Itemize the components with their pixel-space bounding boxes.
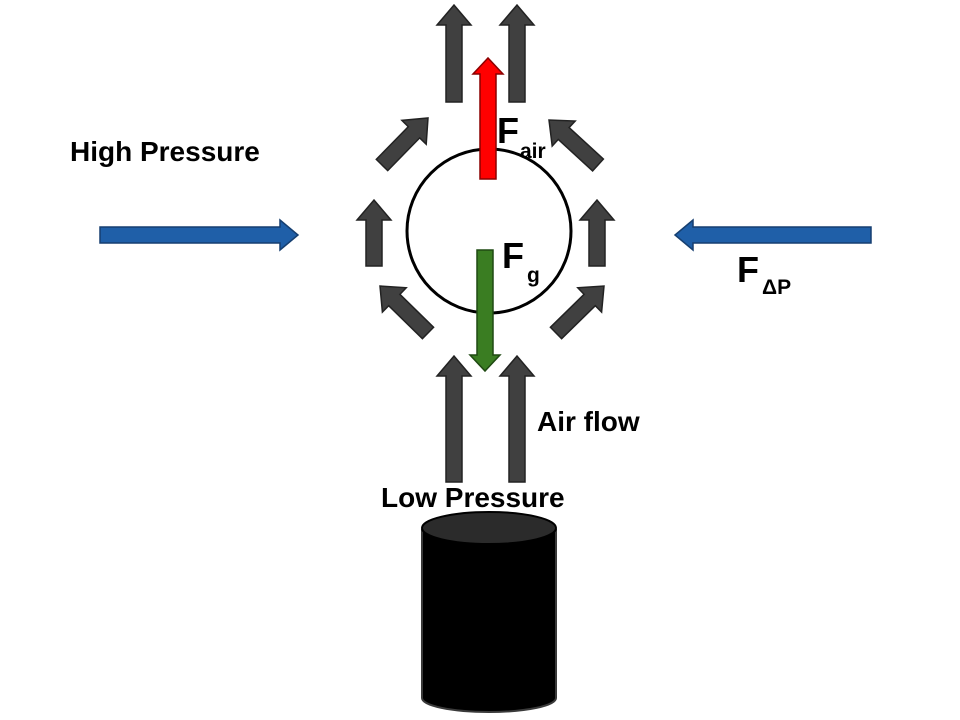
air-arrow-side-left [355, 198, 393, 267]
force-gravity-subscript: g [527, 264, 540, 287]
high-pressure-label: High Pressure [70, 136, 260, 167]
force-air-label: F air [497, 110, 546, 163]
air-arrow-lower-right [549, 285, 605, 340]
air-arrow-upper-left [375, 117, 429, 172]
air-arrow-upper-right [548, 119, 605, 172]
air-flow-label: Air flow [537, 406, 640, 437]
pressure-arrow-left [99, 218, 300, 252]
force-pressure-subscript: ΔP [762, 276, 791, 299]
force-arrows [468, 56, 505, 373]
air-arrow-top-left [435, 3, 473, 103]
air-arrow-bottom-right [498, 354, 536, 483]
pressure-arrow-right [673, 218, 872, 252]
air-arrow-lower-left [379, 285, 435, 340]
air-arrow-side-right [578, 198, 616, 267]
air-flow-arrows [355, 3, 616, 483]
force-air-subscript: air [520, 140, 546, 163]
low-pressure-label: Low Pressure [381, 482, 565, 513]
force-pressure-symbol: F [737, 249, 759, 290]
blower-cylinder [421, 511, 557, 713]
force-gravity-symbol: F [502, 235, 524, 276]
force-gravity-arrow [468, 249, 502, 373]
air-arrow-top-right [498, 3, 536, 103]
pressure-arrows [99, 218, 872, 252]
air-arrow-bottom-left [435, 354, 473, 483]
force-air-arrow [471, 56, 505, 180]
force-gravity-label: F g [502, 235, 540, 287]
force-air-symbol: F [497, 110, 519, 151]
force-pressure-label: F ΔP [737, 249, 791, 299]
